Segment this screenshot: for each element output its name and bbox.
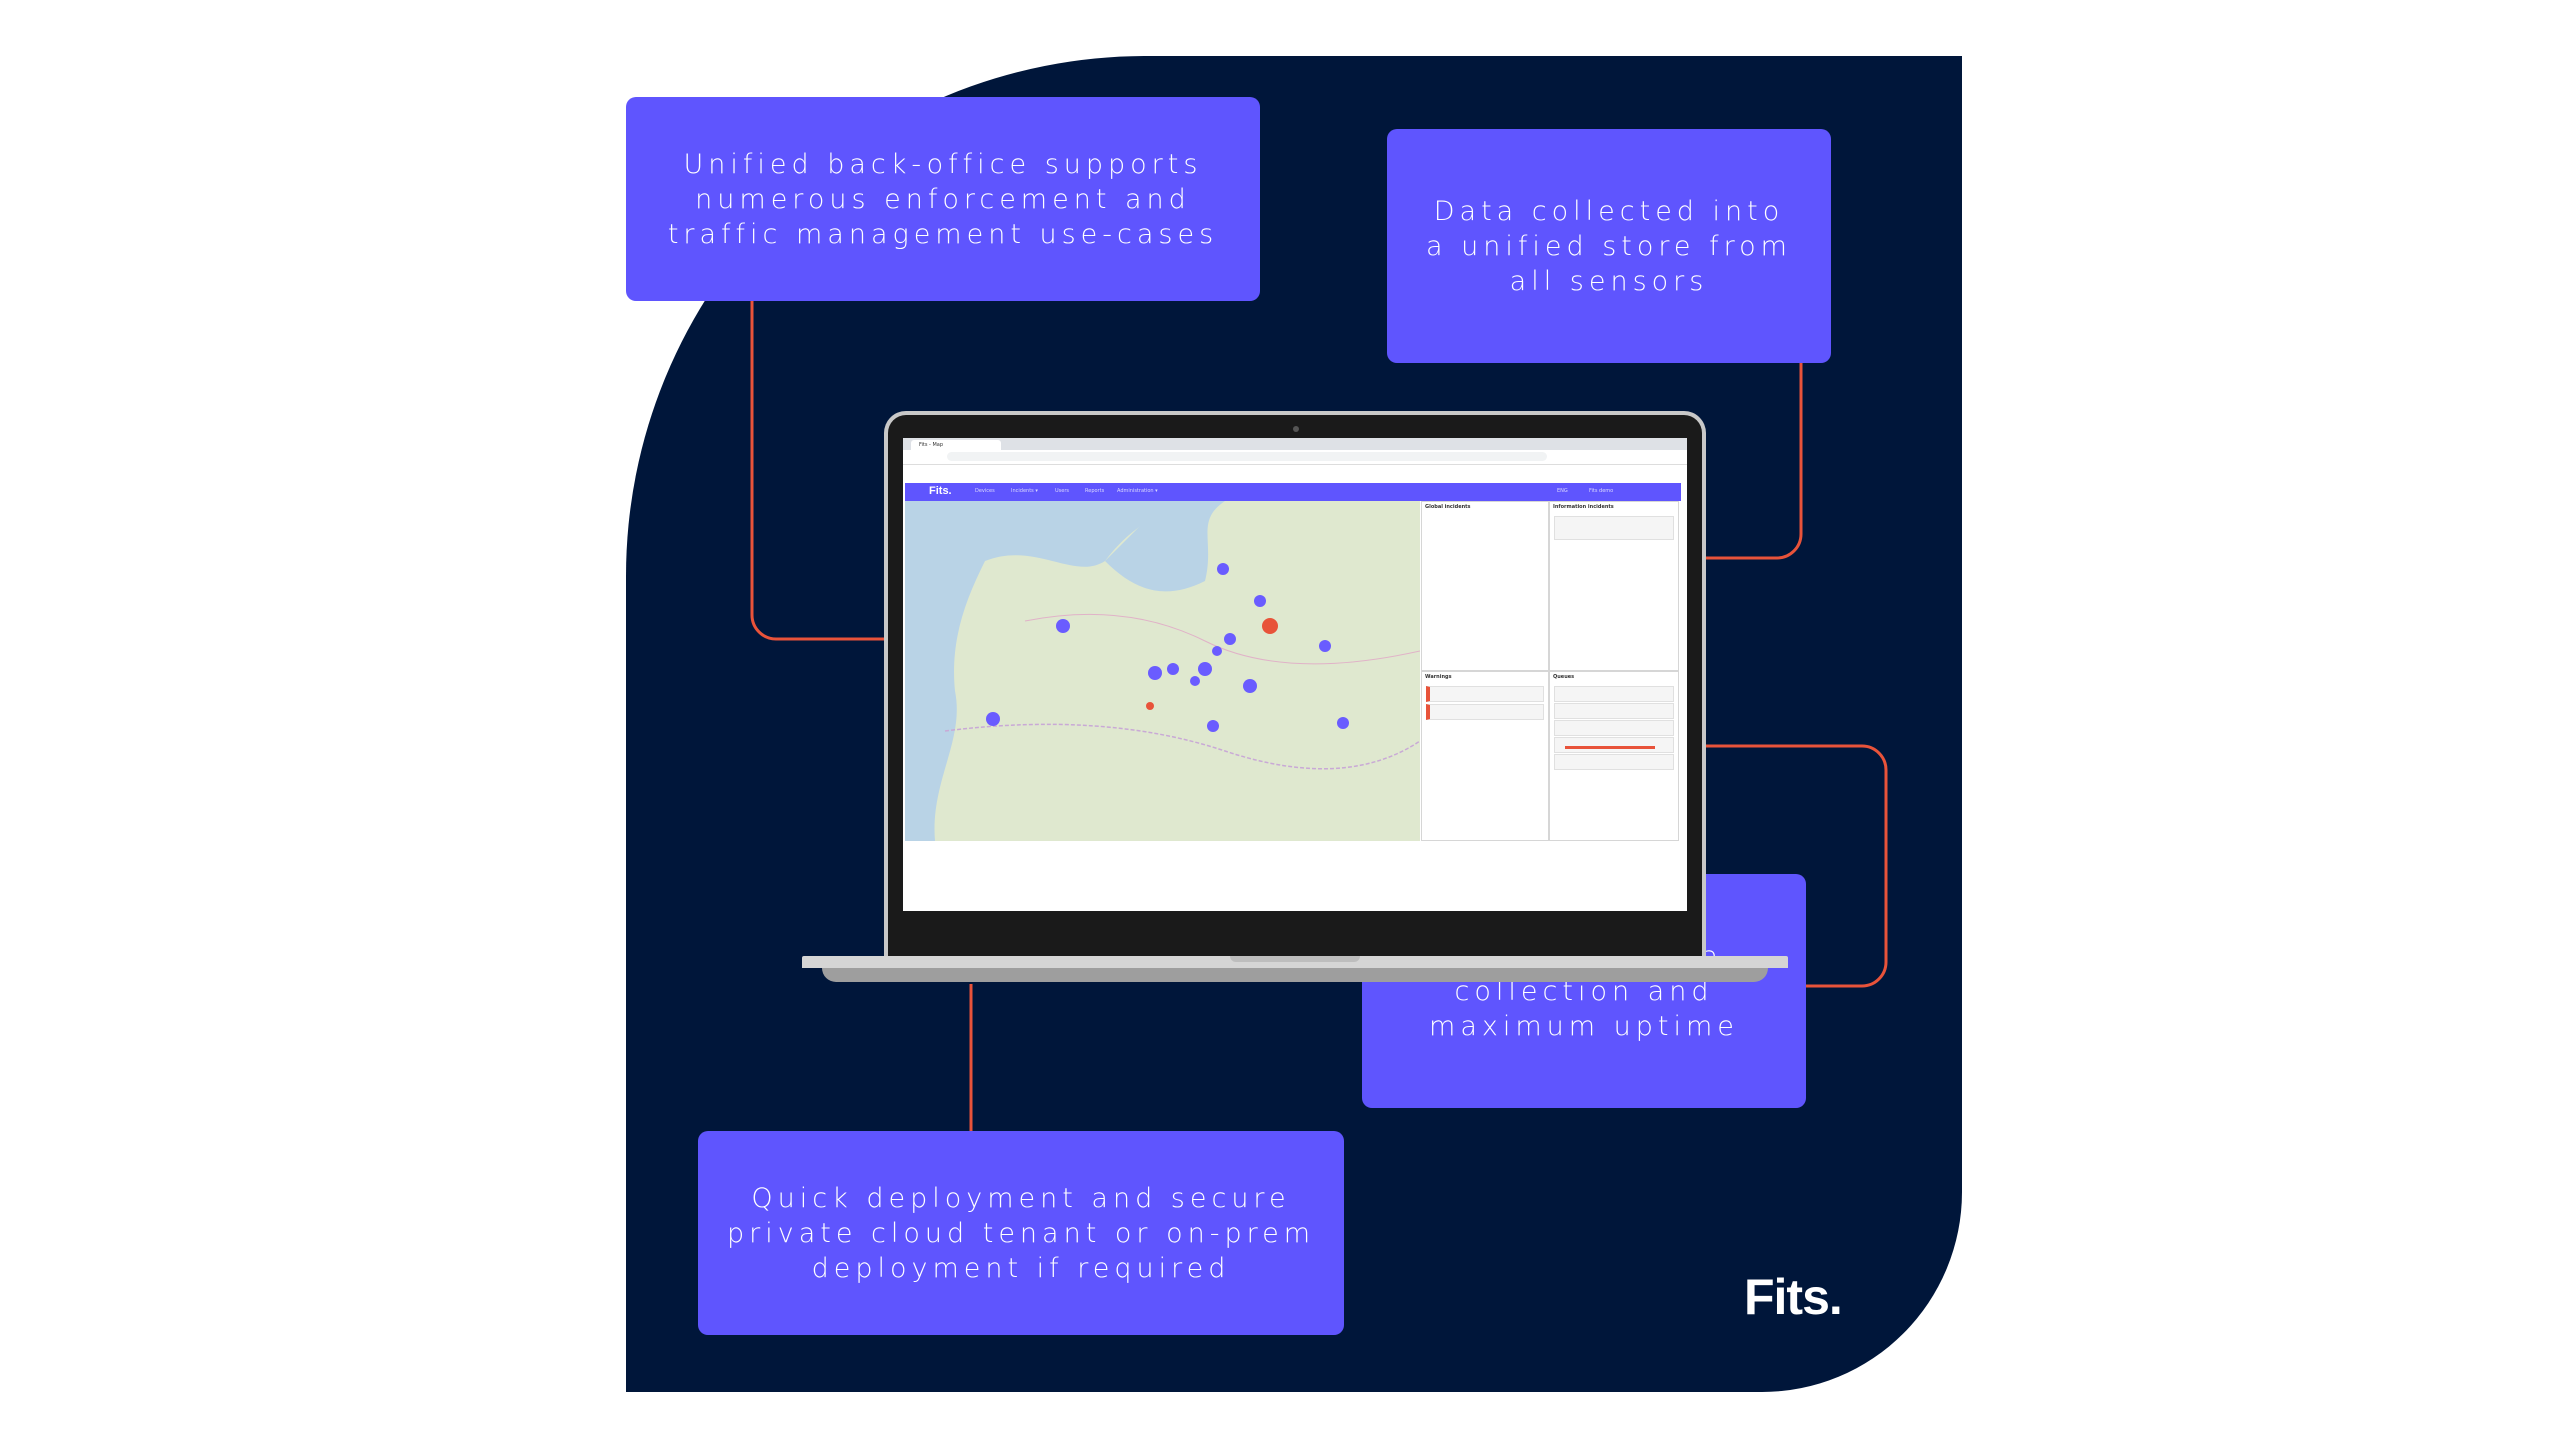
table-row[interactable] — [1554, 686, 1674, 702]
list-item[interactable] — [1426, 704, 1544, 720]
list-item[interactable] — [1426, 686, 1544, 702]
browser-tab[interactable]: Fits - Map — [911, 440, 1001, 450]
url-input[interactable] — [947, 452, 1547, 461]
information-incidents-panel: Information incidents — [1549, 501, 1679, 671]
app-logo[interactable]: Fits. — [929, 485, 952, 497]
queues-title: Queues — [1553, 674, 1575, 680]
language-selector[interactable]: ENG — [1557, 488, 1568, 494]
brand-logo: Fits. — [1744, 1269, 1843, 1325]
information-incidents-title: Information incidents — [1553, 504, 1614, 510]
warnings-panel: Warnings — [1421, 671, 1549, 841]
queues-panel: Queues — [1549, 671, 1679, 841]
table-row[interactable] — [1554, 754, 1674, 770]
callout-unified-back-office: Unified back-office supports numerous en… — [626, 97, 1260, 301]
app-navbar: Fits. Devices Incidents ▾ Users Reports … — [905, 483, 1681, 501]
menu-administration[interactable]: Administration ▾ — [1117, 488, 1158, 494]
camera-icon — [1293, 426, 1299, 432]
callout-quick-deployment: Quick deployment and secure private clou… — [698, 1131, 1344, 1335]
map-view[interactable] — [905, 501, 1420, 841]
callout-data-collected: Data collected into a unified store from… — [1387, 129, 1831, 363]
browser-address-bar — [903, 450, 1687, 465]
browser-tab-bar: Fits - Map — [903, 438, 1687, 450]
warnings-title: Warnings — [1425, 674, 1452, 680]
list-item[interactable] — [1554, 516, 1674, 540]
table-row[interactable] — [1554, 703, 1674, 719]
menu-users[interactable]: Users — [1055, 488, 1070, 494]
map-graphic — [934, 501, 1420, 841]
global-incidents-panel: Global incidents — [1421, 501, 1549, 671]
table-row[interactable] — [1554, 737, 1674, 753]
global-incidents-title: Global incidents — [1425, 504, 1471, 510]
user-menu[interactable]: Fits demo — [1589, 488, 1614, 494]
table-row[interactable] — [1554, 720, 1674, 736]
laptop-notch — [1230, 956, 1360, 962]
laptop-base — [802, 956, 1788, 968]
menu-reports[interactable]: Reports — [1085, 488, 1105, 494]
laptop-screen: Fits - Map Fits. Devices Incidents ▾ Use… — [903, 438, 1687, 911]
menu-devices[interactable]: Devices — [975, 488, 995, 494]
menu-incidents[interactable]: Incidents ▾ — [1011, 488, 1038, 494]
connector-top-left — [750, 301, 886, 641]
connector-top-right — [1706, 363, 1803, 560]
laptop-base-shadow — [822, 968, 1768, 982]
connector-bottom-right — [1706, 744, 1888, 988]
